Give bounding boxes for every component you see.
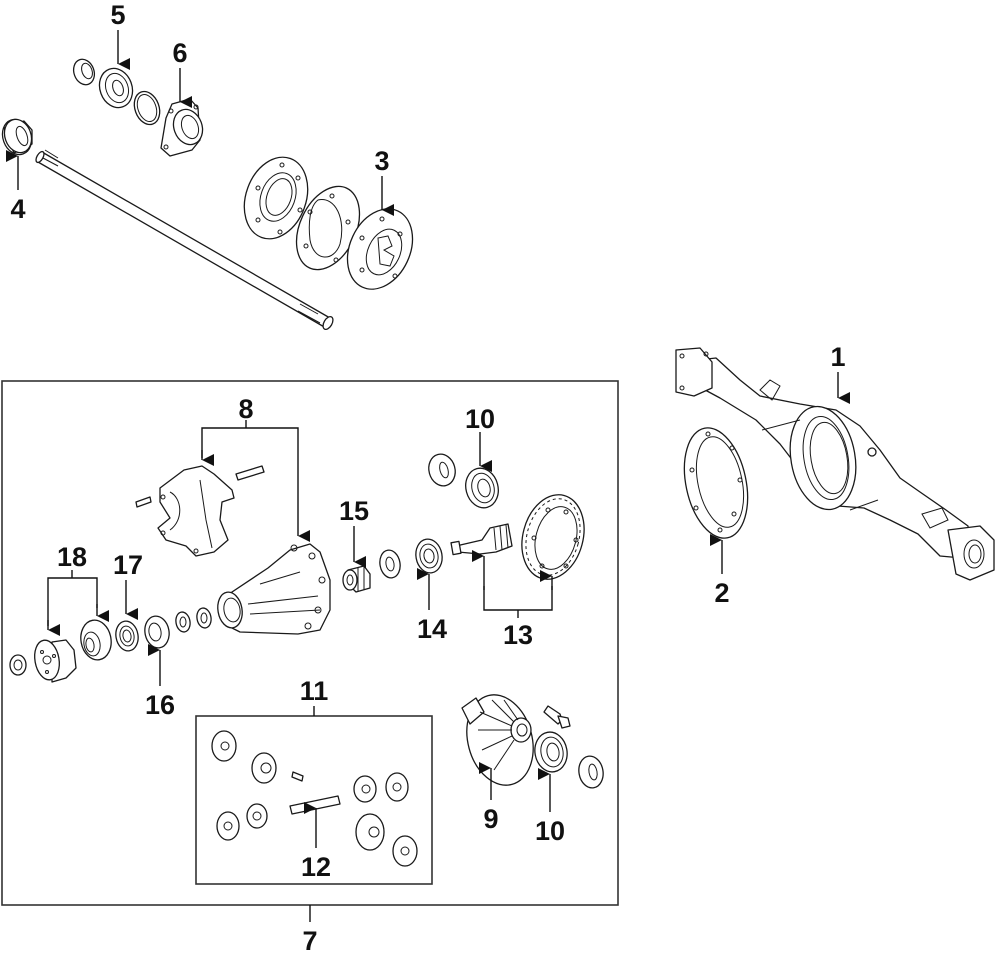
snap-ring-drawing [133,90,161,126]
axle-shaft-drawing [35,149,334,331]
axle-housing-group [675,347,995,581]
callout-8[interactable]: 8 [238,394,253,424]
callout-4[interactable]: 4 [10,194,25,224]
companion-flange-drawing [9,619,112,683]
axle-shaft-group [1,58,414,331]
crush-sleeve-drawing [342,565,371,593]
inner-oil-seal-drawing [1,118,33,156]
callout-labels: 1 2 3 4 5 6 7 8 9 10 10 11 12 13 14 15 1… [10,0,845,956]
callout-10-lower[interactable]: 10 [535,816,565,846]
washer-drawing [175,607,212,633]
leader-18 [47,577,98,626]
bearing-cap-drawing [135,465,265,557]
callout-5[interactable]: 5 [110,0,125,30]
housing-gasket-drawing [683,427,749,539]
axle-bearing-drawing [98,67,134,109]
bearing-retainer-drawing [160,98,204,157]
side-bearing-upper-drawing [465,467,499,509]
callout-9[interactable]: 9 [483,804,498,834]
callout-13[interactable]: 13 [503,620,533,650]
differential-case-drawing [461,694,534,786]
backing-plate-drawing [346,208,414,290]
side-bearing-lower-drawing [534,731,568,773]
callout-6[interactable]: 6 [172,38,187,68]
callout-1[interactable]: 1 [830,342,845,372]
callout-10-upper[interactable]: 10 [465,404,495,434]
upper-seal-drawing [428,453,456,487]
pinion-bearing-rear-drawing [415,538,443,574]
leader-13 [483,586,553,611]
axle-housing-drawing [675,347,995,581]
leader-8 [201,427,310,542]
pinion-bearing-front-drawing [144,615,170,649]
callout-18[interactable]: 18 [57,542,87,572]
ring-gear-drawing [521,494,585,580]
lower-seal-drawing [578,755,604,789]
callout-3[interactable]: 3 [374,146,389,176]
callout-14[interactable]: 14 [417,614,447,644]
callout-2[interactable]: 2 [714,578,729,608]
differential-group [9,453,604,867]
pinion-seal-drawing [115,620,139,652]
callout-11[interactable]: 11 [300,676,329,706]
callout-17[interactable]: 17 [113,550,143,580]
bolt-drawing [543,705,571,729]
gear-kit-contents-drawing [211,730,418,867]
callout-12[interactable]: 12 [301,852,331,882]
carrier-housing-drawing [217,543,331,635]
leader-lines [6,30,850,922]
spacer-drawing [379,549,401,579]
small-seal-drawing [72,58,96,86]
callout-15[interactable]: 15 [339,496,369,526]
pinion-gear-drawing [450,523,513,556]
callout-16[interactable]: 16 [145,690,175,720]
seal-flange-drawing [243,156,309,240]
callout-7[interactable]: 7 [302,926,317,956]
